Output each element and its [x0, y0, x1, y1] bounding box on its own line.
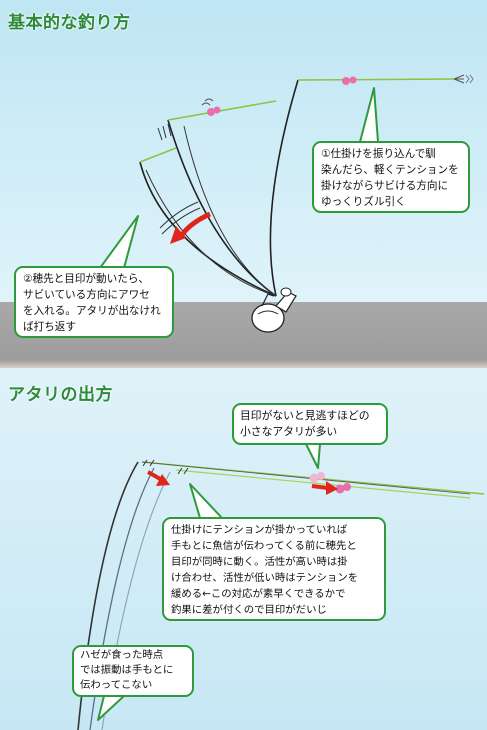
callout-strike: ②穂先と目印が動いたら、 サビいている方向にアワセ を入れる。アタリが出なけれ … [14, 266, 174, 338]
callout-strike-text: ②穂先と目印が動いたら、 サビいている方向にアワセ を入れる。アタリが出なけれ … [23, 273, 161, 333]
callout-marker: 目印がないと見逃すほどの 小さなアタリが多い [232, 403, 388, 445]
callout-pointer [99, 215, 139, 269]
line-middle [167, 100, 277, 121]
tip-move-arrowhead-icon [156, 474, 170, 486]
marker-icon [201, 98, 221, 116]
basic-technique-panel: 基本的な釣り方 [0, 0, 487, 368]
bite-indication-title: アタリの出方 [8, 385, 113, 405]
strike-arrowhead-icon [170, 226, 186, 244]
marker-move-arrow-icon [311, 484, 329, 490]
callout-cast: ①仕掛けを振り込んで馴 染んだら、軽くテンションを 掛けながらサビける方向に ゆ… [312, 141, 470, 213]
swing-arc-icon [161, 207, 201, 235]
callout-goby-text: ハゼが食った時点 では振動は手もとに 伝わってこない [80, 649, 174, 691]
angler-icon [251, 287, 297, 333]
callout-pointer [97, 695, 125, 721]
motion-ticks-icon [157, 123, 172, 141]
callout-tension-text: 仕掛けにテンションが掛かっていれば 手もとに魚信が伝わってくる前に穂先と 目印が… [171, 524, 359, 616]
callout-pointer [189, 483, 223, 519]
marker-move-arrowhead-icon [326, 481, 338, 495]
swing-arc-icon [159, 201, 199, 229]
marker-icon [335, 483, 351, 494]
strike-arrow-icon [177, 211, 212, 240]
line-end [139, 147, 177, 163]
line-curve-1 [183, 125, 277, 297]
callout-pointer [359, 87, 379, 143]
callout-goby: ハゼが食った時点 では振動は手もとに 伝わってこない [72, 645, 194, 697]
rod-start [269, 79, 299, 297]
marker-icon [342, 76, 357, 85]
line-green [175, 469, 471, 499]
marker-icon [309, 472, 325, 483]
line-dark [141, 461, 471, 495]
line-start [297, 78, 455, 81]
callout-cast-text: ①仕掛けを振り込んで馴 染んだら、軽くテンションを 掛けながらサビける方向に ゆ… [321, 148, 459, 208]
motion-ticks-icon [142, 459, 189, 475]
bite-indication-panel: アタリの出方 [0, 368, 487, 730]
sinker-icon [453, 74, 474, 84]
basic-technique-title: 基本的な釣り方 [8, 13, 131, 33]
line-curve-2 [145, 169, 277, 297]
callout-marker-text: 目印がないと見逃すほどの 小さなアタリが多い [240, 409, 370, 438]
rod-middle [167, 119, 277, 297]
callout-pointer [305, 443, 321, 469]
callout-tension: 仕掛けにテンションが掛かっていれば 手もとに魚信が伝わってくる前に穂先と 目印が… [162, 517, 386, 621]
